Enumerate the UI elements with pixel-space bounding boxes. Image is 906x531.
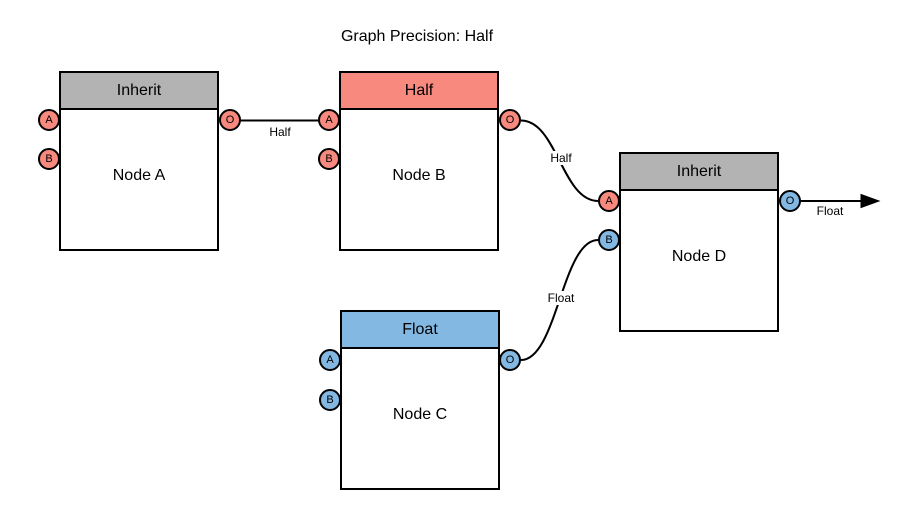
node-a-label: Node A xyxy=(112,167,166,184)
port-letter: B xyxy=(605,233,613,246)
port-letter: B xyxy=(325,152,333,165)
node-d-port-a: A xyxy=(598,190,620,212)
port-letter: B xyxy=(45,152,53,165)
port-letter: A xyxy=(325,113,333,126)
node-c: Float Node C xyxy=(340,310,500,490)
port-letter: O xyxy=(505,113,515,126)
port-letter: A xyxy=(605,194,613,207)
port-letter: O xyxy=(785,194,795,207)
port-letter: O xyxy=(505,353,515,366)
node-c-header: Float xyxy=(342,312,498,349)
node-d-port-b: B xyxy=(598,229,620,251)
node-c-port-a: A xyxy=(319,349,341,371)
node-d-port-output: O xyxy=(779,190,801,212)
node-a-port-b: B xyxy=(38,148,60,170)
edge-label-b-to-d: Half xyxy=(548,151,574,165)
node-a: Inherit Node A xyxy=(59,71,219,251)
node-d-label: Node D xyxy=(671,248,727,265)
node-d-header: Inherit xyxy=(621,154,777,191)
port-letter: O xyxy=(225,113,235,126)
arrowhead-icon xyxy=(860,193,881,209)
node-a-header: Inherit xyxy=(61,73,217,110)
node-d: Inherit Node D xyxy=(619,152,779,332)
edge-label-a-to-b: Half xyxy=(267,125,293,139)
node-a-port-output: O xyxy=(219,109,241,131)
node-b-label: Node B xyxy=(392,167,446,184)
edge-label-c-to-d: Float xyxy=(545,291,577,305)
node-c-port-output: O xyxy=(499,349,521,371)
port-letter: B xyxy=(326,393,334,406)
port-letter: A xyxy=(326,353,334,366)
node-c-port-b: B xyxy=(319,389,341,411)
node-a-port-a: A xyxy=(38,109,60,131)
edge-label-d-output: Float xyxy=(814,204,846,218)
node-b-port-a: A xyxy=(318,109,340,131)
node-b-header: Half xyxy=(341,73,497,110)
node-b: Half Node B xyxy=(339,71,499,251)
node-b-port-output: O xyxy=(499,109,521,131)
node-b-port-b: B xyxy=(318,148,340,170)
diagram-title: Graph Precision: Half xyxy=(340,28,494,45)
port-letter: A xyxy=(45,113,53,126)
node-c-label: Node C xyxy=(392,406,448,423)
